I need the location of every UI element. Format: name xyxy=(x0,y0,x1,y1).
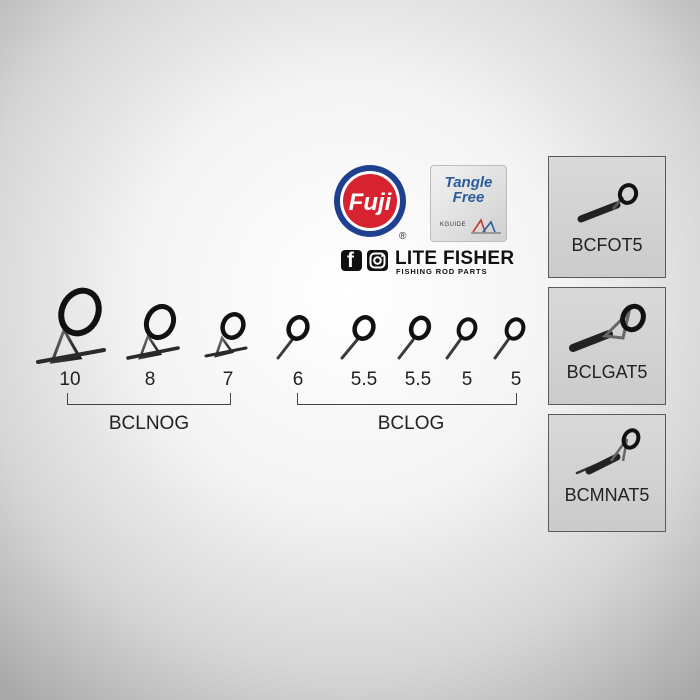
guide-size-5-5-a xyxy=(340,315,376,360)
facebook-icon[interactable]: f xyxy=(341,249,362,272)
size-label: 5.5 xyxy=(404,369,432,390)
tip-top-label-bcfot5: BCFOT5 xyxy=(571,235,643,255)
tangle-free-badge: Tangle Free KGUIDE xyxy=(430,165,507,242)
fuji-logo: Fuji xyxy=(333,163,411,245)
tip-top-card-bcfot5[interactable]: BCFOT5 xyxy=(548,156,666,278)
guide-size-6 xyxy=(276,315,310,360)
guide-size-10 xyxy=(36,287,106,364)
size-label: 7 xyxy=(222,369,234,390)
guide-size-7 xyxy=(204,312,248,358)
guide-size-8 xyxy=(126,303,180,360)
brand-name: LITE FISHER xyxy=(395,248,515,269)
guide-size-5-a xyxy=(445,317,478,360)
size-label: 6 xyxy=(292,369,304,390)
brand-subtitle: FISHING ROD PARTS xyxy=(396,267,488,276)
tangle-free-text: Tangle Free xyxy=(431,175,506,205)
group-bracket-bclnog xyxy=(67,393,231,405)
group-bracket-bclog xyxy=(297,393,517,405)
size-label: 10 xyxy=(59,369,81,390)
guide-size-5-b xyxy=(493,317,526,360)
tangle-free-line2: Free xyxy=(452,189,485,206)
kguide-text: KGUIDE xyxy=(440,222,467,228)
tip-top-bclgat5-icon xyxy=(569,303,646,352)
fuji-logo-text: Fuji xyxy=(349,189,393,216)
size-label: 5.5 xyxy=(350,369,378,390)
tip-top-bcfot5-icon xyxy=(577,183,639,223)
guides-illustration xyxy=(36,287,526,364)
registered-mark: ® xyxy=(399,231,407,242)
instagram-icon[interactable] xyxy=(367,250,388,271)
size-label: 5 xyxy=(461,369,473,390)
tip-top-label-bclgat5: BCLGAT5 xyxy=(566,362,648,382)
tangle-free-line1: Tangle xyxy=(444,174,493,191)
tip-top-label-bcmnat5: BCMNAT5 xyxy=(564,485,650,505)
kguide-mark-icon xyxy=(471,218,501,234)
group-label-bclnog: BCLNOG xyxy=(108,413,190,434)
size-label: 8 xyxy=(144,369,156,390)
group-label-bclog: BCLOG xyxy=(377,413,445,434)
guide-size-5-5-b xyxy=(397,315,432,360)
tip-top-bcmnat5-icon xyxy=(575,428,641,475)
tip-top-card-bclgat5[interactable]: BCLGAT5 xyxy=(548,287,666,405)
tip-top-card-bcmnat5[interactable]: BCMNAT5 xyxy=(548,414,666,532)
size-label: 5 xyxy=(510,369,522,390)
